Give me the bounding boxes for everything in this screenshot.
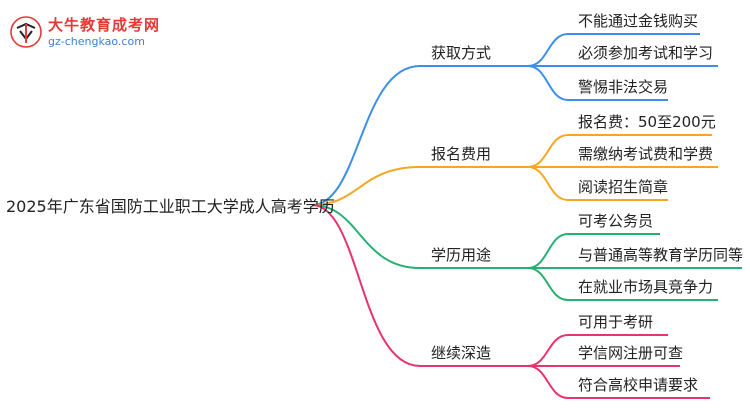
connector-b4-leaf-3 <box>527 365 710 399</box>
connector-root-branch-3 <box>311 204 528 269</box>
connector-b2-leaf-1 <box>527 134 712 168</box>
leaf-node: 报名费：50至200元 <box>578 113 716 131</box>
leaf-node: 在就业市场具竞争力 <box>578 278 714 296</box>
connector-b3-leaf-1 <box>527 233 660 269</box>
branch-node-4: 继续深造 <box>431 344 492 362</box>
leaf-node: 可用于考研 <box>578 313 654 331</box>
branch-node-1: 获取方式 <box>431 44 492 62</box>
connector-b3-leaf-3 <box>527 267 718 301</box>
branch-node-2: 报名费用 <box>431 145 492 163</box>
connector-b2-leaf-3 <box>527 166 668 201</box>
leaf-node: 需缴纳考试费和学费 <box>578 145 714 163</box>
leaf-node: 学信网注册可查 <box>578 344 684 362</box>
connector-root-branch-4 <box>311 204 528 367</box>
leaf-node: 与普通高等教育学历同等 <box>578 246 744 264</box>
root-node: 2025年广东省国防工业职工大学成人高考学历 <box>6 197 335 216</box>
connector-b4-leaf-1 <box>527 334 668 367</box>
leaf-node: 警惕非法交易 <box>578 78 669 96</box>
logo-title: 大牛教育成考网 <box>48 16 161 34</box>
connector-root-branch-1 <box>311 65 528 206</box>
logo-emblem-icon <box>10 16 42 48</box>
connector-b1-leaf-1 <box>527 33 700 67</box>
logo-url: gz-chengkao.com <box>48 35 145 48</box>
leaf-node: 可考公务员 <box>578 212 654 230</box>
leaf-node: 必须参加考试和学习 <box>578 44 714 62</box>
leaf-node: 不能通过金钱购买 <box>578 12 699 30</box>
branch-node-3: 学历用途 <box>431 246 492 264</box>
leaf-node: 阅读招生简章 <box>578 178 669 196</box>
site-logo[interactable]: 大牛教育成考网 gz-chengkao.com <box>8 10 161 56</box>
connector-b1-leaf-3 <box>527 65 668 101</box>
leaf-node: 符合高校申请要求 <box>578 376 699 394</box>
connector-root-branch-2 <box>311 166 528 206</box>
